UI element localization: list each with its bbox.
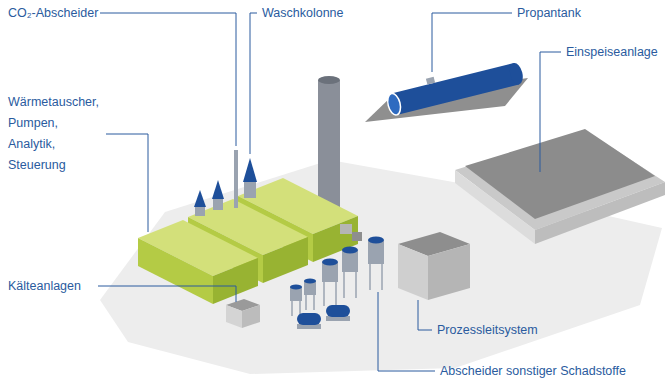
callout-label: Einspeiseanlage (566, 45, 658, 60)
callout-label: Waschkolonne (262, 6, 344, 21)
leader-line (250, 13, 257, 154)
cooling-box-side (226, 305, 242, 328)
callout-label: Abscheider sonstiger Schadstoffe (440, 364, 626, 379)
small-tank (297, 313, 321, 325)
control-box-side (428, 244, 470, 300)
leader-line (378, 292, 435, 371)
container-side (138, 238, 213, 304)
leader-line (432, 13, 512, 72)
tank-body (391, 63, 519, 115)
small-box (352, 232, 362, 241)
callout-label: Wärmetauscher, Pumpen, Analytik, Steueru… (8, 92, 99, 176)
leader-line (106, 134, 148, 232)
silo-top (322, 259, 338, 266)
silo-top (368, 237, 384, 244)
silo-top (290, 285, 302, 290)
cone (212, 180, 224, 199)
leader-line (100, 13, 236, 146)
chimney (318, 80, 340, 212)
silo (304, 279, 316, 311)
cooling-box-side (242, 305, 260, 328)
building-base (455, 130, 665, 230)
cone-base (195, 206, 205, 216)
silo-leg (369, 264, 371, 290)
callout-label: Propantank (517, 6, 581, 21)
small-box (340, 224, 352, 234)
callout-label: Prozessleitsystem (437, 323, 538, 338)
callout-label: Kälteanlagen (8, 279, 81, 294)
small-tank (326, 305, 350, 317)
silo-leg (323, 282, 325, 306)
silo-leg (381, 264, 383, 290)
silo-leg (313, 295, 315, 310)
silo-top (304, 279, 316, 284)
container-end (263, 237, 308, 283)
container (138, 220, 258, 304)
wash-column (243, 158, 257, 182)
leader-lines (98, 13, 561, 371)
control-box-side (398, 244, 428, 300)
leader-line (540, 52, 561, 172)
silo-leg (335, 282, 337, 306)
column-base (244, 180, 256, 198)
leader-line (418, 300, 432, 330)
cone-base (213, 198, 223, 210)
silo (368, 237, 384, 291)
silo-leg (343, 272, 345, 298)
leader-line (98, 286, 236, 302)
tank-valve (426, 77, 435, 85)
silo (322, 259, 338, 307)
building-roof (465, 129, 655, 219)
callout-label: CO₂-Abscheider (8, 6, 98, 21)
silo-body (368, 240, 384, 264)
silo (342, 247, 358, 299)
co2-separator-pole (234, 150, 238, 208)
tank-end (386, 92, 403, 116)
chimney-top (318, 76, 340, 84)
tank-end (508, 62, 525, 86)
silo-leg (305, 295, 307, 310)
silo-leg (291, 301, 293, 316)
cone (194, 190, 206, 207)
propane-tank (384, 56, 525, 117)
silo-top (342, 247, 358, 254)
silo (290, 285, 302, 317)
silo-leg (355, 272, 357, 298)
